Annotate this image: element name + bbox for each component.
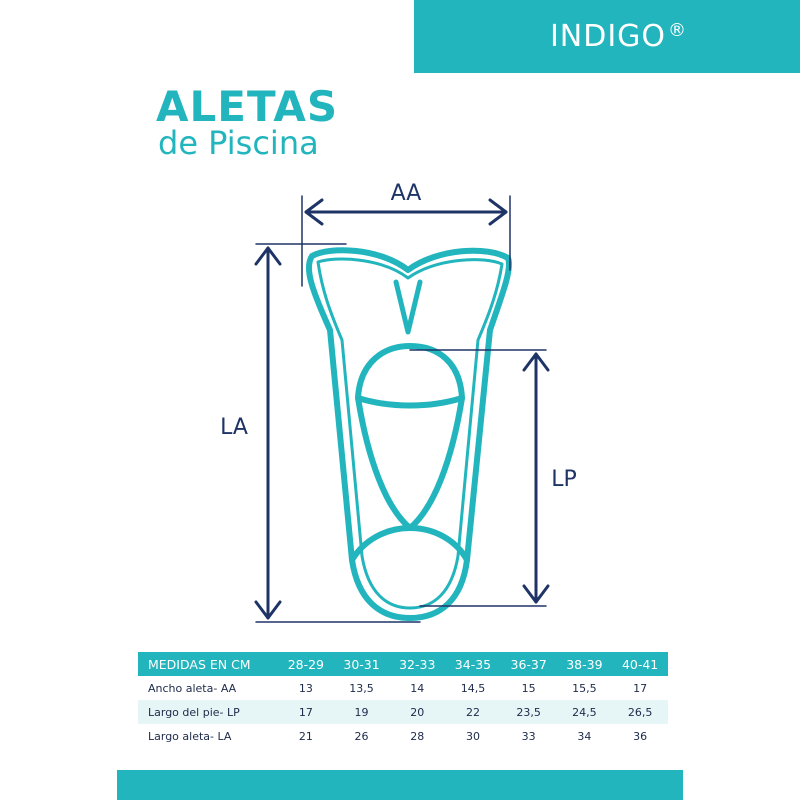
table-cell: 15	[521, 681, 536, 695]
foot-pocket-sides	[355, 395, 465, 531]
registered-mark: ®	[668, 20, 687, 41]
table-cell: 36	[633, 729, 648, 743]
row-label: Ancho aleta- AA	[148, 681, 237, 695]
aa-arrow-right-head	[488, 198, 508, 226]
table-header-label: MEDIDAS EN CM	[138, 652, 278, 676]
lp-arrow-bottom-head	[522, 584, 550, 604]
size-column-header: 28-29	[278, 652, 334, 676]
table-row: Ancho aleta- AA 13 13,5 14 14,5 15 15,5 …	[138, 676, 668, 700]
size-column-header: 34-35	[445, 652, 501, 676]
heel-strap	[349, 525, 470, 563]
table-header-row: MEDIDAS EN CM 28-29 30-31 32-33 34-35 36…	[138, 652, 668, 676]
foot-pocket-band	[355, 395, 465, 409]
table-row: Largo del pie- LP 17 19 20 22 23,5 24,5 …	[138, 700, 668, 724]
lp-arrow-top-head	[522, 352, 550, 372]
page-title: ALETAS	[156, 82, 339, 131]
size-column-header: 40-41	[612, 652, 668, 676]
fin-blade	[305, 247, 512, 621]
table-cell: 21	[298, 729, 313, 743]
table-cell: 13,5	[349, 681, 374, 695]
la-arrow-top-head	[254, 246, 282, 266]
table-cell: 20	[389, 700, 446, 724]
row-label: Largo aleta- LA	[148, 729, 232, 743]
la-arrow-bottom-head	[254, 600, 282, 620]
table-row: Largo aleta- LA 21 26 28 30 33 34 36	[138, 724, 668, 748]
table-cell: 13	[298, 681, 313, 695]
la-label: LA	[220, 415, 248, 440]
table-cell: 17	[633, 681, 648, 695]
table-cell: 22	[445, 700, 501, 724]
table-cell: 30	[465, 729, 480, 743]
size-column-header: 32-33	[389, 652, 446, 676]
size-column-header: 30-31	[333, 652, 390, 676]
table-cell: 26	[354, 729, 369, 743]
table-cell: 26,5	[612, 700, 668, 724]
table-cell: 17	[278, 700, 334, 724]
size-column-header: 38-39	[556, 652, 613, 676]
size-table: MEDIDAS EN CM 28-29 30-31 32-33 34-35 36…	[138, 652, 668, 748]
table-cell: 14	[410, 681, 425, 695]
table-cell: 14,5	[460, 681, 486, 695]
footer-bar	[117, 770, 683, 800]
fin-vent	[393, 279, 423, 335]
table-cell: 23,5	[500, 700, 557, 724]
table-cell: 28	[410, 729, 425, 743]
table-cell: 19	[333, 700, 390, 724]
fin-outline	[305, 247, 512, 621]
lp-label: LP	[551, 467, 577, 492]
table-cell: 34	[577, 729, 592, 743]
table-cell: 33	[521, 729, 536, 743]
table-cell: 15,5	[572, 681, 597, 695]
size-column-header: 36-37	[500, 652, 557, 676]
fin-inner-contour	[316, 257, 504, 610]
fin-diagram: AA LA LP	[220, 181, 577, 623]
row-label: Largo del pie- LP	[138, 700, 278, 724]
aa-label: AA	[391, 181, 422, 206]
brand-logo: INDIGO	[549, 19, 667, 54]
foot-pocket-top	[355, 343, 465, 401]
aa-arrow-left-head	[304, 198, 324, 226]
dimension-lines	[254, 195, 550, 623]
page-subtitle: de Piscina	[158, 124, 319, 162]
brand-banner: INDIGO ®	[414, 0, 800, 73]
table-cell: 24,5	[556, 700, 613, 724]
